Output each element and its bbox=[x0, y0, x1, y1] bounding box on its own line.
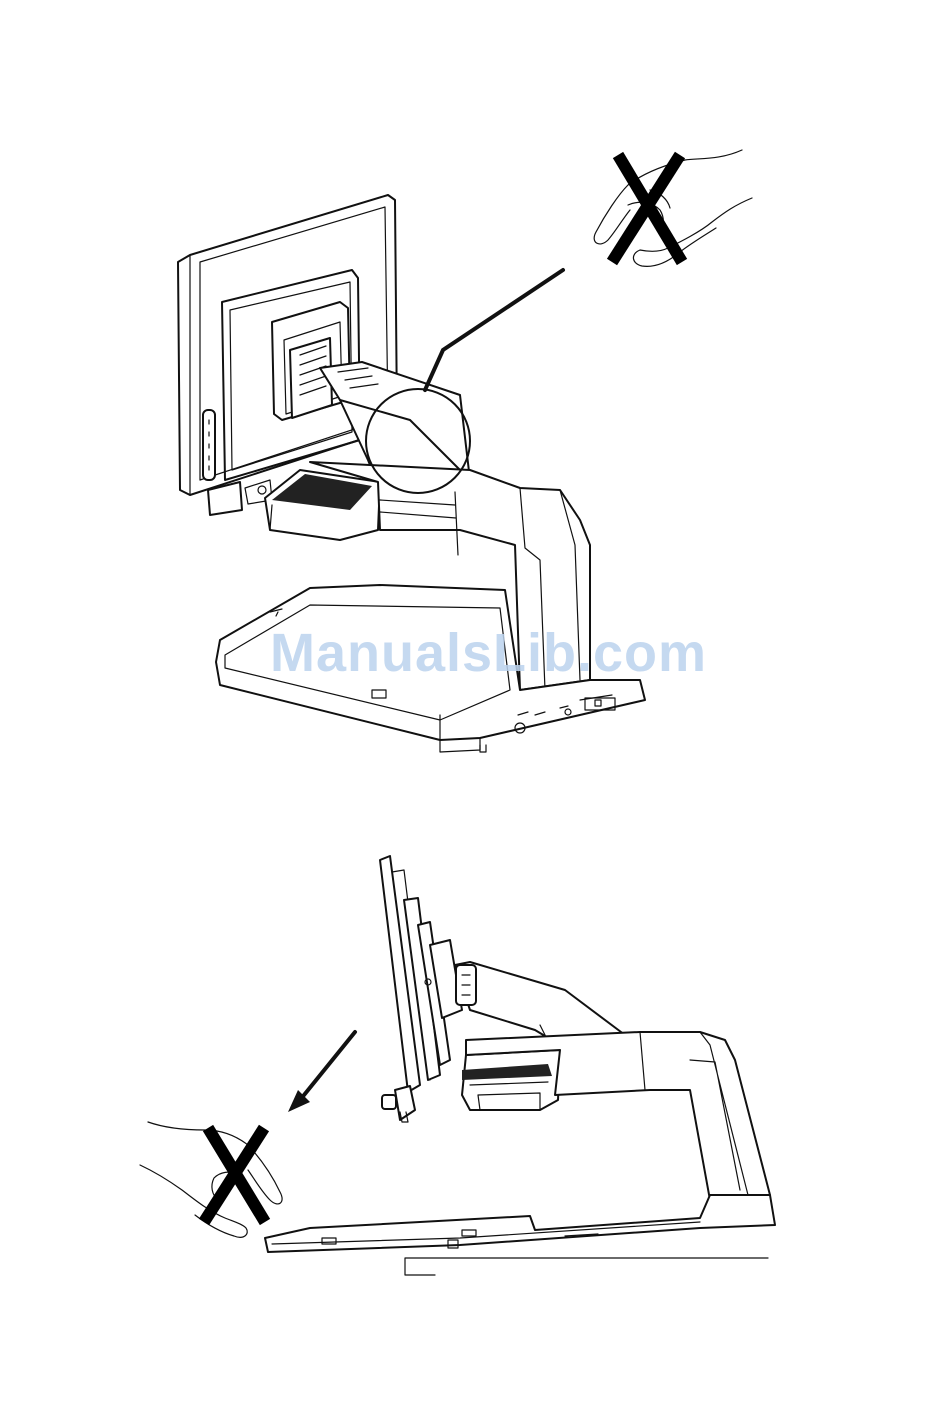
arrow-icon bbox=[288, 1032, 355, 1112]
prohibited-x-icon bbox=[204, 1128, 265, 1222]
bottom-figure bbox=[140, 856, 775, 1275]
prohibited-x-icon bbox=[612, 155, 682, 262]
video-magnifier-side-icon bbox=[265, 856, 775, 1275]
watermark-text: ManualsLib.com bbox=[270, 622, 707, 684]
